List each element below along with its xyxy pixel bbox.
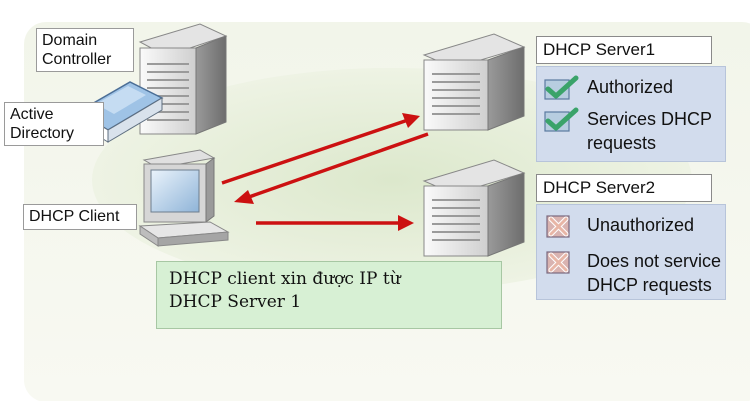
- request-arrow-to-server1: [221, 113, 420, 185]
- explanation-note-line1: DHCP client xin được IP từ: [169, 269, 401, 289]
- server1-status-services-text: Services DHCP requests: [587, 107, 712, 155]
- server2-status-no-service-line2: DHCP requests: [587, 275, 712, 295]
- server2-status-unauthorized-text: Unauthorized: [587, 215, 695, 235]
- server2-status-unauthorized: Unauthorized: [543, 213, 694, 239]
- dhcp-server1-title: DHCP Server1: [536, 36, 712, 64]
- server1-status-services-line1: Services DHCP: [587, 109, 713, 129]
- dhcp-server1-status-panel: Authorized Services DHCP requests: [536, 66, 726, 162]
- server1-status-authorized: Authorized: [543, 75, 673, 101]
- server1-status-authorized-text: Authorized: [587, 77, 674, 97]
- dhcp-client-label: DHCP Client: [23, 204, 137, 230]
- server2-status-no-service: Does not service DHCP requests: [543, 249, 721, 297]
- server2-status-no-service-line1: Does not service: [587, 251, 722, 271]
- explanation-note-line2: DHCP Server 1: [169, 292, 302, 312]
- dhcp-server2-title: DHCP Server2: [536, 174, 712, 202]
- cross-icon: [546, 215, 570, 238]
- domain-controller-label-line2: Controller: [42, 51, 112, 68]
- active-directory-label-line1: Active: [10, 106, 54, 123]
- domain-controller-label: Domain Controller: [36, 28, 134, 72]
- domain-controller-server-icon: [138, 23, 228, 135]
- dhcp-server1-icon: [422, 33, 526, 131]
- server1-status-services: Services DHCP requests: [543, 107, 712, 155]
- domain-controller-label-line1: Domain: [42, 32, 98, 49]
- server2-status-no-service-text: Does not service DHCP requests: [587, 249, 721, 297]
- active-directory-label: Active Directory: [4, 102, 104, 146]
- explanation-note: DHCP client xin được IP từ DHCP Server 1: [156, 261, 502, 329]
- check-icon: [544, 75, 579, 100]
- check-icon: [544, 107, 579, 132]
- cross-icon: [546, 251, 570, 274]
- request-arrow-to-server2: [256, 215, 414, 231]
- response-arrow-to-client: [234, 132, 429, 204]
- server1-status-services-line2: requests: [587, 133, 657, 153]
- active-directory-label-line2: Directory: [10, 125, 75, 142]
- dhcp-server2-icon: [422, 159, 526, 257]
- dhcp-client-computer-icon: [138, 149, 230, 247]
- dhcp-server2-status-panel: Unauthorized Does not service DHCP reque…: [536, 204, 726, 300]
